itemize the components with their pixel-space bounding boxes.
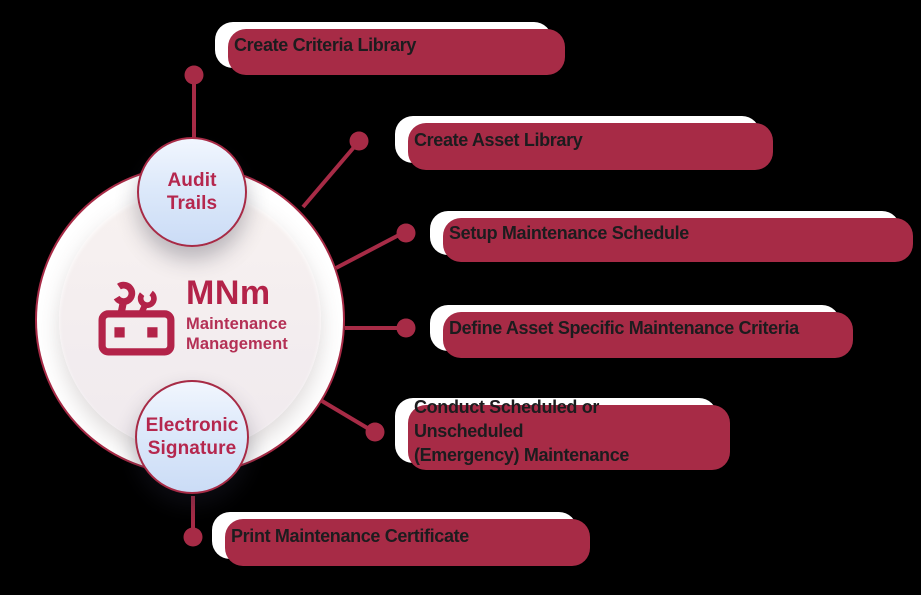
badge-audit-line1: Audit <box>167 170 217 191</box>
connector-dot <box>349 131 369 151</box>
feature-print-maintenance-certificate: Print Maintenance Certificate <box>212 512 577 559</box>
feature-define-asset-specific-criteria: Define Asset Specific Maintenance Criter… <box>430 305 840 351</box>
badge-audit-line2: Trails <box>166 193 218 214</box>
feature-create-asset-library: Create Asset Library <box>395 116 760 163</box>
feature-label: Setup Maintenance Schedule <box>449 223 689 243</box>
product-name-line2: Management <box>186 335 288 353</box>
connector-dot <box>365 422 385 442</box>
feature-label: Create Asset Library <box>414 129 583 150</box>
feature-label: Print Maintenance Certificate <box>231 525 469 546</box>
feature-label: Define Asset Specific Maintenance Criter… <box>449 318 799 338</box>
maintenance-machine-icon <box>98 281 175 356</box>
feature-label: Conduct Scheduled or Unscheduled (Emerge… <box>414 396 630 465</box>
badge-audit-trails: Audit Trails <box>137 137 247 247</box>
central-branding: MNm Maintenance Management <box>98 276 288 356</box>
connector-line-conduct <box>320 399 371 431</box>
feature-label: Create Criteria Library <box>234 35 417 55</box>
connector-dot <box>183 527 203 547</box>
feature-setup-maintenance-schedule: Setup Maintenance Schedule <box>430 211 900 255</box>
connector-dot <box>184 65 204 85</box>
connector-line-asset-library <box>301 144 357 209</box>
product-abbreviation: MNm <box>186 274 271 312</box>
badge-electronic-signature: Electronic Signature <box>135 380 249 494</box>
connector-dot <box>396 223 416 243</box>
feature-conduct-maintenance: Conduct Scheduled or Unscheduled (Emerge… <box>395 397 717 465</box>
product-name-line1: Maintenance <box>186 315 288 333</box>
connector-dot <box>396 318 416 338</box>
feature-create-criteria-library: Create Criteria Library <box>215 22 552 68</box>
connector-line-schedule <box>335 233 400 270</box>
badge-esign-line2: Signature <box>147 438 237 459</box>
badge-esign-line1: Electronic <box>145 415 239 436</box>
